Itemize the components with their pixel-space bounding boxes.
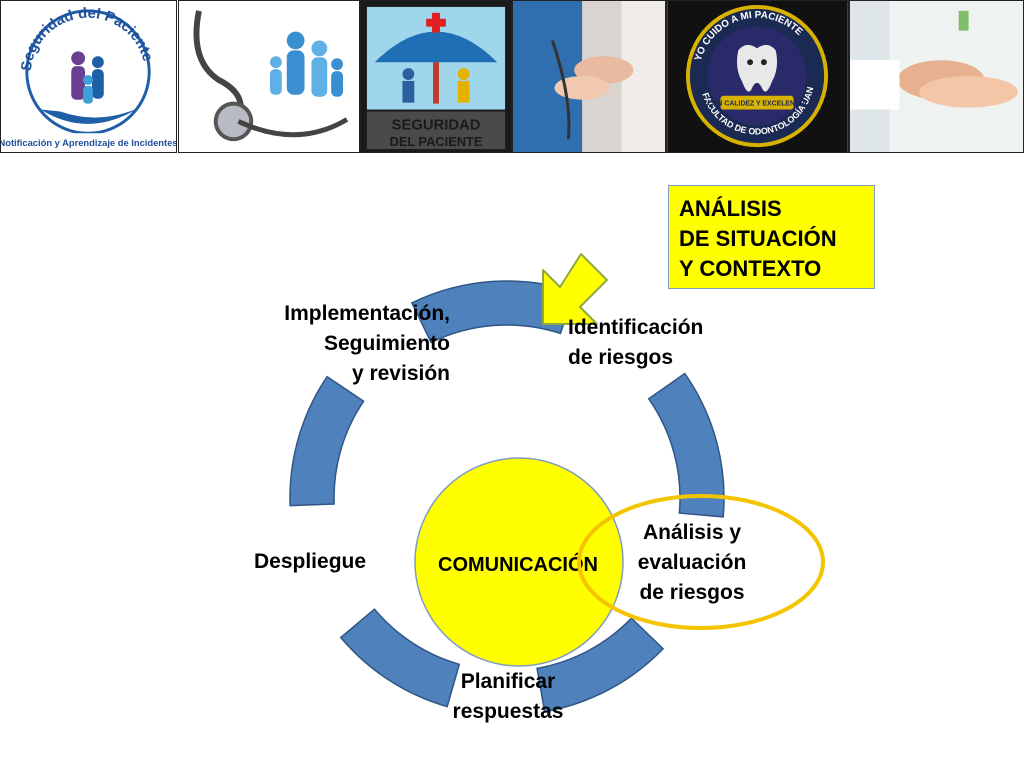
step-analisis: Análisis y evaluación de riesgos <box>612 518 772 608</box>
step-analisis-line-2: evaluación <box>637 551 747 574</box>
arc-bottom-right <box>536 617 665 713</box>
communication-circle <box>414 457 624 667</box>
arc-right <box>647 372 725 518</box>
step-identificacion: Identificación de riesgos <box>568 313 703 373</box>
logo-patient-safety: Seguridad del Paciente Notificación y Ap… <box>0 0 177 153</box>
highlight-ring <box>577 494 825 630</box>
logo-seguridad-line2: DEL PACIENTE <box>390 134 483 149</box>
step-planificar: Planificar respuestas <box>420 667 596 727</box>
step-despliegue-line-1: Despliegue <box>254 550 367 573</box>
nurse-photo <box>512 0 666 153</box>
context-box: ANÁLISIS DE SITUACIÓN Y CONTEXTO <box>668 185 875 289</box>
step-analisis-line-3: de riesgos <box>639 581 745 604</box>
step-identificacion-line-2: de riesgos <box>568 346 674 369</box>
arrow-pointer-icon <box>542 253 608 325</box>
holding-hands-photo-icon <box>850 1 1023 152</box>
cycle-arcs <box>289 280 725 713</box>
logo-seguridad-line1: SEGURIDAD <box>392 117 481 133</box>
context-line-2: DE SITUACIÓN <box>679 226 837 251</box>
tooth-character-icon: YO CUIDO A MI PACIENTE FACULTAD DE ODONT… <box>667 1 848 152</box>
stethoscope-family-image <box>178 0 360 153</box>
logo-odontologia: YO CUIDO A MI PACIENTE FACULTAD DE ODONT… <box>666 0 849 153</box>
step-implementacion: Implementación, Seguimiento y revisión <box>232 299 450 389</box>
arc-bottom-left <box>339 608 461 708</box>
logo-caption: Notificación y Aprendizaje de Incidentes <box>1 138 176 148</box>
context-line-1: ANÁLISIS <box>679 196 782 221</box>
nurse-hands-photo-icon <box>513 1 665 152</box>
step-identificacion-line-1: Identificación <box>568 316 704 339</box>
logo-ribbon: CON CALIDEZ Y EXCELENCIA <box>707 101 807 108</box>
stethoscope-family-icon <box>179 1 359 152</box>
step-planificar-line-1: Planificar <box>460 670 556 693</box>
step-implementacion-line-3: y revisión <box>351 362 450 385</box>
step-analisis-line-1: Análisis y <box>642 521 742 544</box>
step-planificar-line-2: respuestas <box>452 700 564 723</box>
step-implementacion-line-2: Seguimiento <box>323 332 450 355</box>
step-implementacion-line-1: Implementación, <box>284 302 450 325</box>
holding-hands-photo <box>849 0 1024 153</box>
patient-safety-logo-icon: Seguridad del Paciente Notificación y Ap… <box>1 1 176 152</box>
umbrella-cross-icon: SEGURIDAD DEL PACIENTE <box>361 1 511 152</box>
context-line-3: Y CONTEXTO <box>679 256 822 281</box>
communication-label: COMUNICACIÓN <box>438 552 598 576</box>
step-despliegue: Despliegue <box>254 547 366 577</box>
logo-seguridad: SEGURIDAD DEL PACIENTE <box>360 0 512 153</box>
arc-left <box>289 375 365 507</box>
